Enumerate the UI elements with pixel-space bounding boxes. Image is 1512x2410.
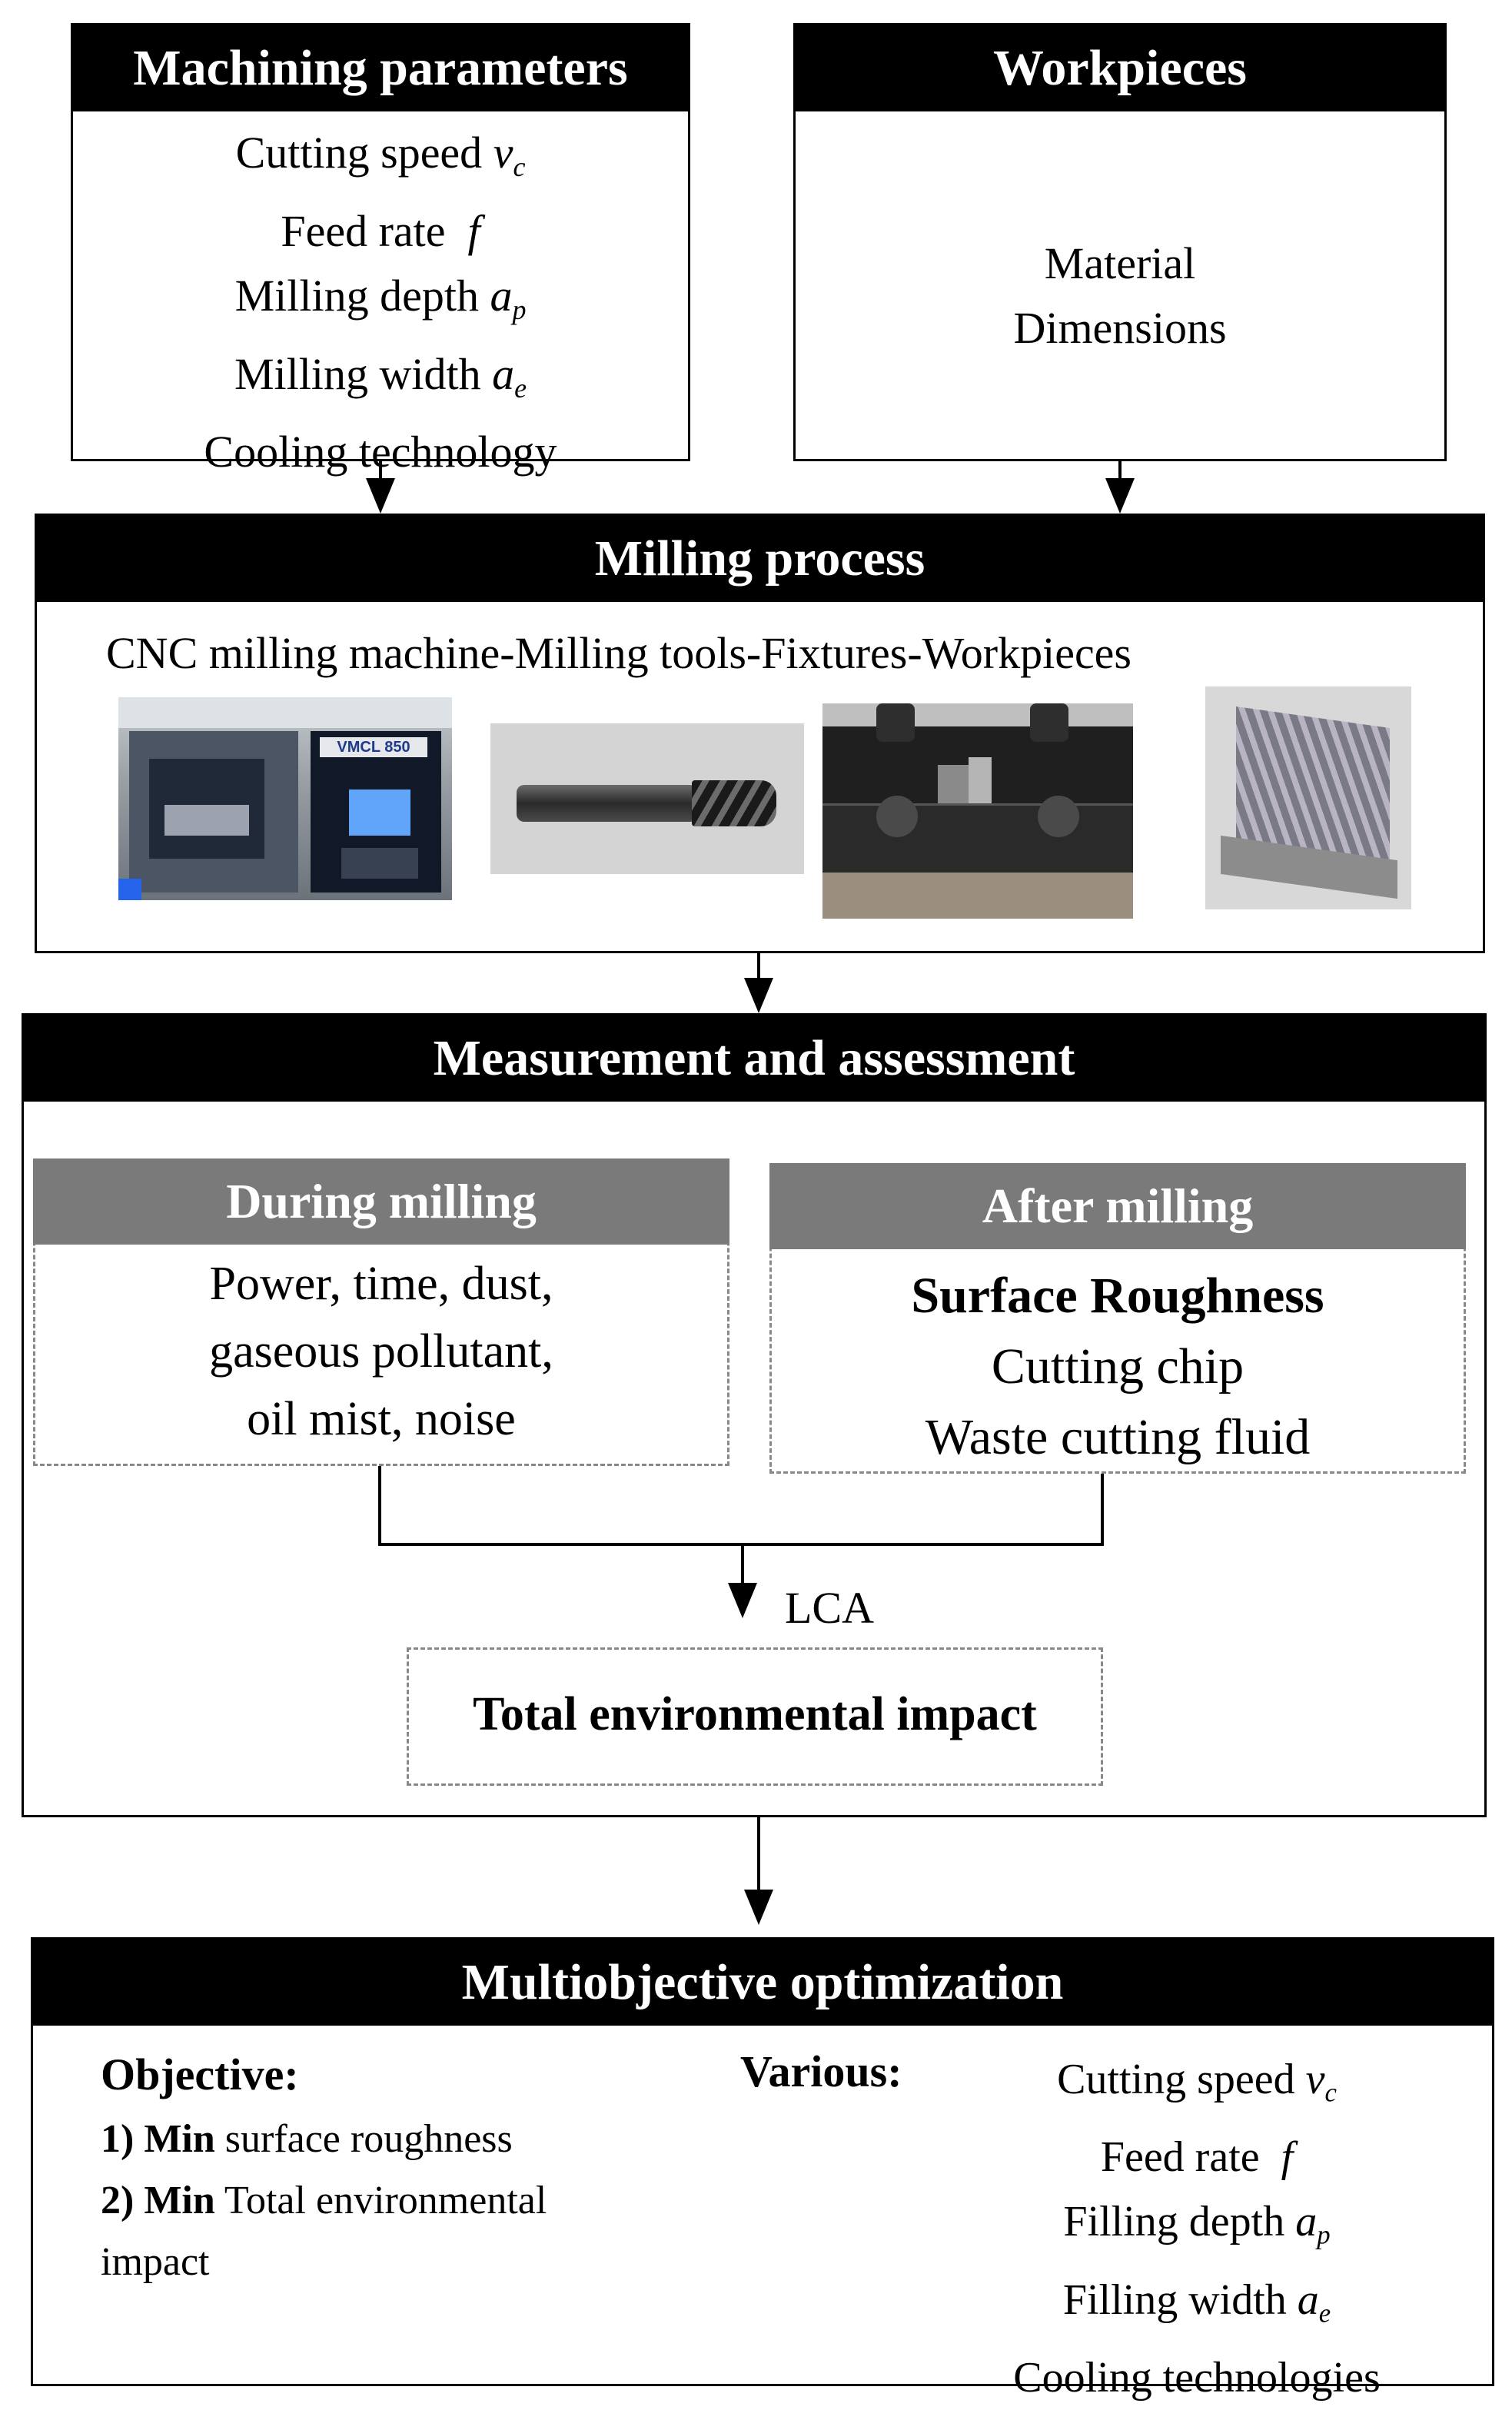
after-milling-title: After milling [769,1163,1466,1249]
milling-process-title: Milling process [37,516,1483,602]
var-filling-width: Filling width ae [1062,2275,1331,2329]
machining-parameters-list: Cutting speed vc Feed rate f Milling dep… [73,121,688,484]
connector-after [1101,1474,1104,1546]
during-milling-title: During milling [33,1158,729,1245]
workpieces-box: Workpieces Material Dimensions [793,23,1447,461]
arrow-line-to-measurement [757,953,760,981]
arrow-head-to-measurement [744,978,773,1013]
param-feed-rate: Feed rate f [281,205,480,256]
arrow-line-machining [379,461,382,481]
arrow-head-machining [366,478,395,514]
var-filling-depth: Filling depth ap [1063,2198,1331,2250]
workpieces-list: Material Dimensions [796,231,1444,361]
workpiece-material: Material [1044,238,1196,288]
objective-1: 1) Min surface roughness [101,2117,513,2161]
machine-badge: VMCL 850 [320,737,427,757]
after-line-cutting-chip: Cutting chip [991,1338,1244,1394]
measurement-box: Measurement and assessment During millin… [22,1013,1487,1817]
workpiece-dimensions: Dimensions [1013,303,1227,353]
during-line-1: Power, time, dust, [209,1258,553,1310]
var-cooling-technologies: Cooling technologies [1013,2354,1381,2402]
arrow-head-workpieces [1105,478,1135,514]
fixture-photo [822,703,1133,919]
param-milling-width: Milling width ae [234,348,527,404]
param-milling-depth: Milling depth ap [234,270,527,325]
param-cutting-speed: Cutting speed vc [235,128,526,182]
measurement-title: Measurement and assessment [24,1016,1484,1102]
after-line-waste-fluid: Waste cutting fluid [925,1409,1311,1465]
var-feed-rate: Feed rate f [1100,2133,1294,2182]
milling-process-subtitle: CNC milling machine-Milling tools-Fixtur… [106,628,1132,678]
var-cutting-speed: Cutting speed vc [1057,2056,1337,2108]
total-impact-label: Total environmental impact [473,1688,1037,1740]
arrow-head-to-total [728,1583,757,1618]
after-milling-box: After milling Surface Roughness Cutting … [769,1163,1466,1474]
arrow-line-workpieces [1118,461,1122,481]
during-milling-list: Power, time, dust, gaseous pollutant, oi… [35,1250,727,1453]
workpieces-title: Workpieces [796,25,1444,111]
milling-process-box: Milling process CNC milling machine-Mill… [35,514,1485,953]
during-line-3: oil mist, noise [247,1393,516,1445]
during-milling-box: During milling Power, time, dust, gaseou… [33,1158,729,1466]
optimization-box: Multiobjective optimization Objective: 1… [31,1937,1494,2402]
objective-2: 2) Min Total environmental [101,2179,547,2222]
workpiece-photo [1205,686,1411,909]
after-milling-list: Surface Roughness Cutting chip Waste cut… [772,1261,1464,1473]
optimization-title: Multiobjective optimization [33,1940,1492,2026]
lca-label: LCA [785,1583,874,1633]
arrow-line-to-optimization [757,1817,760,1893]
milling-tool-photo [490,723,804,874]
objective-label: Objective: [101,2049,299,2099]
after-line-surface-roughness: Surface Roughness [911,1268,1324,1324]
arrow-head-to-optimization [744,1890,773,1925]
various-label: Various: [740,2046,902,2096]
machining-parameters-box: Machining parameters Cutting speed vc Fe… [71,23,690,477]
connector-during [378,1466,381,1546]
connector-down [741,1543,744,1586]
during-line-2: gaseous pollutant, [209,1325,553,1378]
variables-list: Cutting speed vc Feed rate f Filling dep… [902,2047,1492,2410]
total-impact-box: Total environmental impact [407,1647,1103,1786]
machining-parameters-title: Machining parameters [73,25,688,111]
cnc-machine-photo: VMCL 850 [118,697,452,900]
objective-2-wrap: impact [101,2240,210,2284]
